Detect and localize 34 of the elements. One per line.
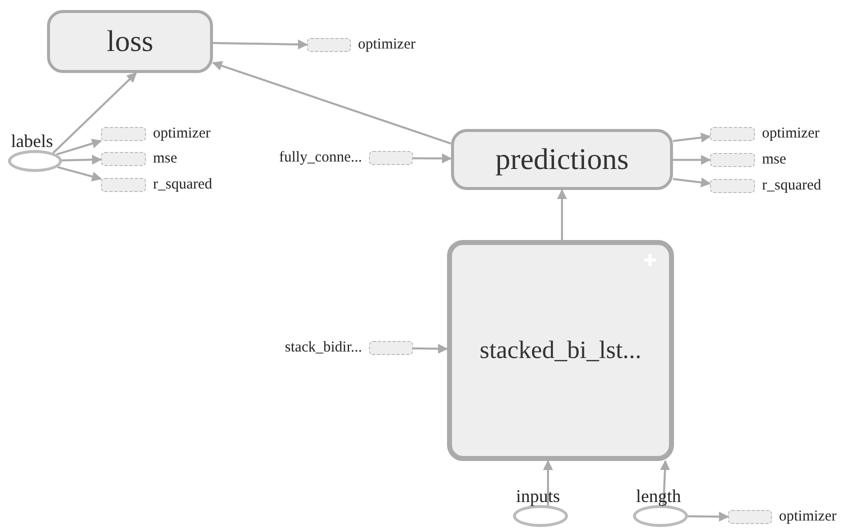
operation-box (447, 240, 674, 461)
node-label: r_squared (762, 178, 822, 194)
arrow (62, 154, 102, 165)
arrow (52, 72, 137, 154)
node-label: optimizer (153, 126, 210, 142)
arrow (688, 512, 729, 522)
node-label: optimizer (358, 36, 416, 54)
node-label: mse (153, 150, 178, 168)
arrow (412, 344, 448, 354)
node-label: r_squared (153, 176, 212, 194)
arrow (672, 177, 711, 188)
arrow (56, 138, 102, 156)
arrow (660, 460, 670, 506)
arrow (543, 460, 553, 506)
node-label: length (636, 486, 681, 507)
node-label: inputs (516, 486, 560, 507)
arrow (413, 153, 452, 164)
node-label: loss (106, 24, 154, 58)
node-label: stacked_bi_lst... (480, 336, 642, 364)
node-label: mse (762, 152, 786, 168)
operation-box (47, 10, 213, 73)
arrow (672, 132, 711, 143)
node-label: fully_conne... (279, 150, 362, 166)
arrow (557, 189, 567, 240)
node-label: optimizer (762, 126, 820, 142)
node-label: stack_bidir... (284, 340, 362, 356)
arrow (673, 154, 711, 165)
node-label: labels (11, 131, 53, 152)
arrow (212, 60, 452, 144)
node-label: optimizer (779, 508, 836, 526)
operation-box (451, 129, 673, 190)
arrow (57, 166, 102, 182)
node-label: predictions (495, 142, 629, 176)
arrow (212, 39, 308, 50)
